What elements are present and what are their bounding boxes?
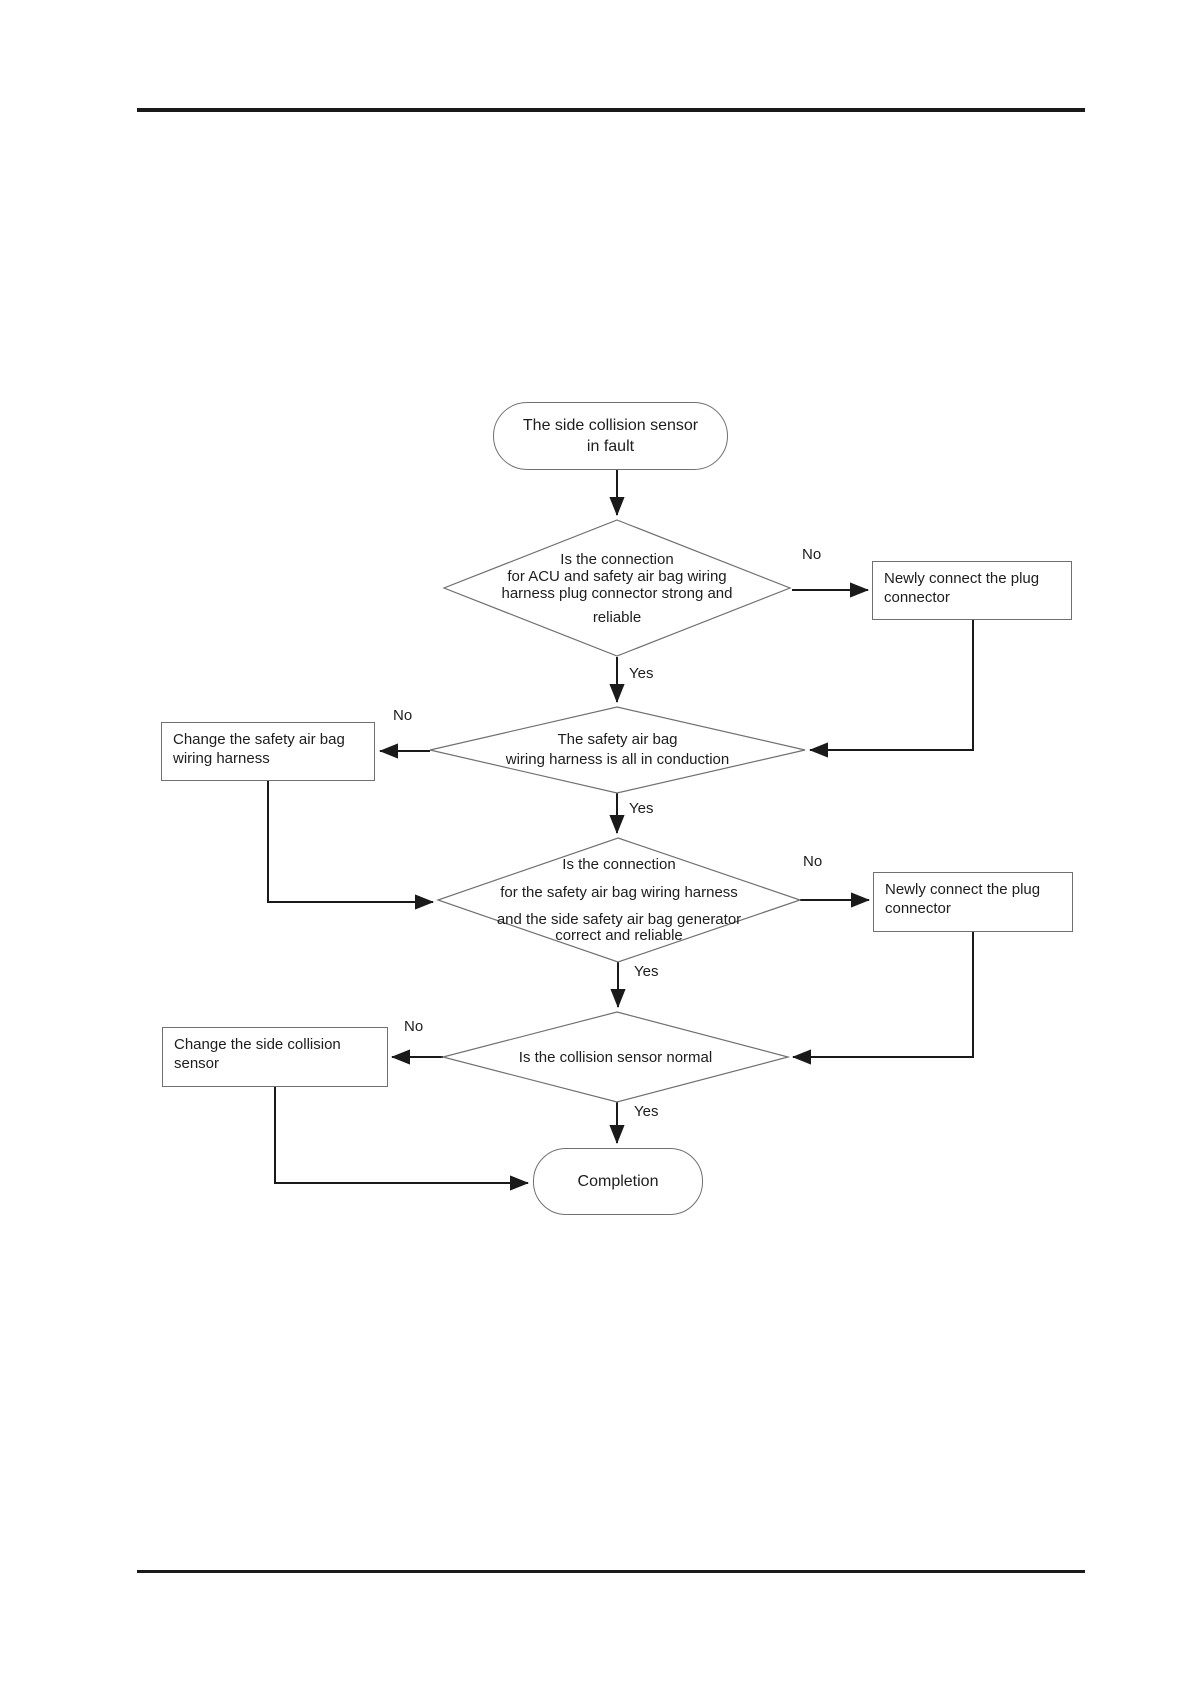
newly-connect-plug-box-2-line: connector: [885, 900, 951, 917]
decision-1-no-label: No: [802, 546, 822, 563]
decision-4-diamond: [440, 1011, 791, 1103]
start-terminator-line: The side collision sensor: [522, 417, 699, 434]
decision-3-diamond: [436, 837, 802, 963]
change-sensor-box-line: sensor: [174, 1055, 220, 1072]
header-rule: [137, 108, 1085, 112]
newly-connect-plug-box-1-line: Newly connect the plug: [884, 570, 1040, 587]
decision-2-diamond: [429, 706, 806, 794]
change-harness-box: Change the safety air bag wiring harness: [161, 722, 375, 781]
end-terminator-line: Completion: [577, 1173, 659, 1190]
decision-4-yes-label: Yes: [634, 1103, 659, 1120]
start-terminator-line: in fault: [586, 438, 635, 455]
newly-connect-plug-box-2: Newly connect the plug connector: [873, 872, 1073, 932]
change-sensor-box-line: Change the side collision: [174, 1036, 341, 1053]
decision-1-yes-label: Yes: [629, 665, 654, 682]
change-harness-box-line: wiring harness: [173, 750, 270, 767]
change-sensor-box: Change the side collision sensor: [162, 1027, 388, 1087]
newly-connect-plug-box-1-line: connector: [884, 589, 950, 606]
change-harness-box-line: Change the safety air bag: [173, 731, 345, 748]
footer-rule: [137, 1570, 1085, 1573]
decision-2-no-label: No: [393, 707, 413, 724]
decision-4-no-label: No: [404, 1018, 424, 1035]
decision-1-diamond: [442, 519, 792, 657]
feedback-newly-connect-2-to-d4: [792, 932, 974, 1065]
start-terminator: The side collision sensor in fault: [493, 402, 728, 470]
feedback-change-sensor-to-end: [274, 1087, 529, 1191]
newly-connect-plug-box-1: Newly connect the plug connector: [872, 561, 1072, 620]
end-terminator: Completion: [533, 1148, 703, 1215]
decision-3-no-label: No: [803, 853, 823, 870]
decision-3-yes-label: Yes: [634, 963, 659, 980]
decision-2-yes-label: Yes: [629, 800, 654, 817]
newly-connect-plug-box-2-line: Newly connect the plug: [885, 881, 1041, 898]
feedback-newly-connect-1-to-d2: [809, 620, 974, 758]
feedback-change-harness-to-d3: [267, 781, 434, 910]
